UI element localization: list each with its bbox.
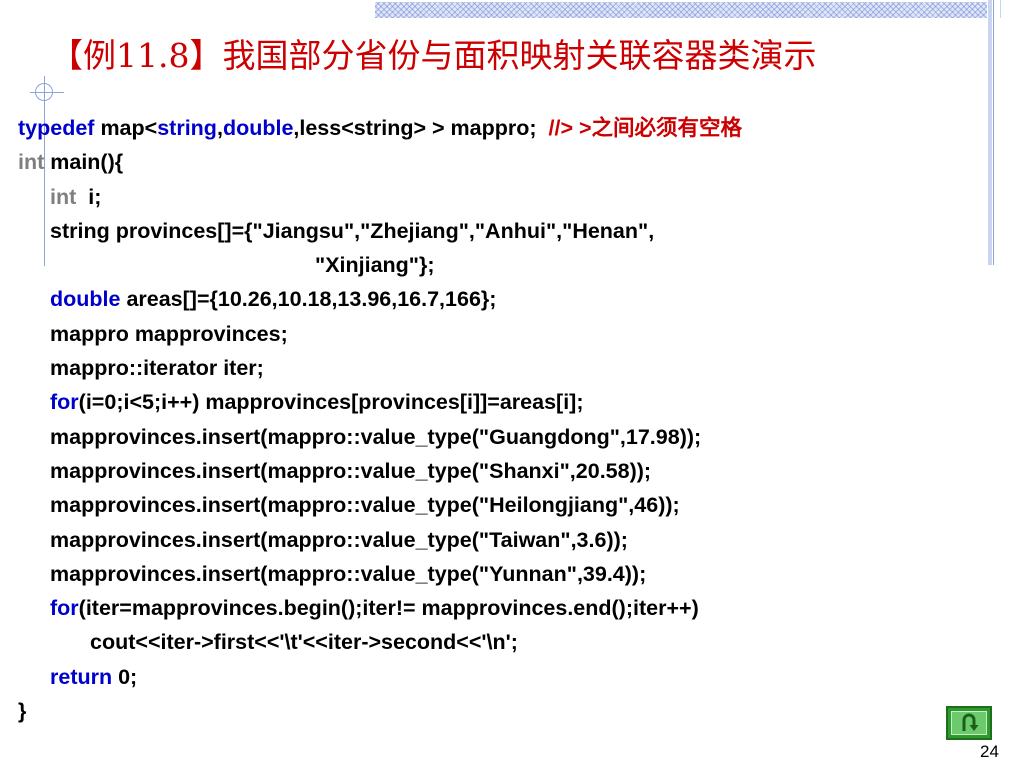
decorative-vertical-line: [993, 0, 994, 265]
code-text: ,: [216, 116, 223, 140]
decorative-vertical-bar: [988, 0, 992, 265]
code-comment: //> >之间必须有空格: [548, 116, 743, 140]
decorative-pattern-strip: [375, 2, 987, 18]
code-line-1: typedef map<string,double,less<string> >…: [18, 111, 742, 145]
code-text: areas[]={10.26,10.18,13.96,16.7,166};: [120, 287, 497, 312]
decorative-left-rule: [44, 76, 45, 266]
code-line-11: mapprovinces.insert(mappro::value_type("…: [50, 458, 652, 483]
code-line-14: mapprovinces.insert(mappro::value_type("…: [50, 561, 647, 586]
decorative-vertical-line: [1000, 0, 1001, 18]
code-text: (i=0;i<5;i++) mapprovinces[provinces[i]]…: [78, 390, 584, 415]
code-text: main(){: [44, 150, 124, 175]
code-keyword: int: [50, 184, 77, 209]
return-button-face[interactable]: [951, 711, 987, 735]
code-line-13: mapprovinces.insert(mappro::value_type("…: [50, 527, 628, 552]
code-line-10: mapprovinces.insert(mappro::value_type("…: [50, 424, 702, 449]
code-line-9: for(i=0;i<5;i++) mapprovinces[provinces[…: [18, 385, 742, 419]
return-button[interactable]: [946, 706, 992, 740]
code-line-17: return 0;: [18, 660, 742, 694]
code-line-18: }: [18, 699, 27, 724]
code-keyword: string: [157, 116, 217, 140]
code-line-15: for(iter=mapprovinces.begin();iter!= map…: [18, 591, 742, 625]
code-text: 0;: [112, 664, 138, 689]
code-text: ,less<string> > mappro;: [293, 116, 549, 140]
code-line-6: double areas[]={10.26,10.18,13.96,16.7,1…: [18, 282, 742, 316]
u-turn-back-arrow-icon: [962, 713, 979, 731]
code-text: map<: [94, 116, 158, 140]
code-line-3: int i;: [18, 180, 742, 214]
code-line-2: int main(){: [18, 145, 742, 179]
code-line-12: mapprovinces.insert(mappro::value_type("…: [50, 493, 680, 518]
code-line-4: string provinces[]={"Jiangsu","Zhejiang"…: [50, 218, 655, 243]
code-line-7: mappro mapprovinces;: [50, 321, 288, 346]
code-block: typedef map<string,double,less<string> >…: [18, 111, 742, 728]
code-keyword: double: [50, 287, 121, 312]
code-keyword: double: [222, 116, 294, 140]
code-line-8: mappro::iterator iter;: [50, 356, 264, 381]
code-line-16: cout<<iter->first<<'\t'<<iter->second<<'…: [90, 630, 518, 655]
code-text: (iter=mapprovinces.begin();iter!= mappro…: [78, 596, 699, 621]
decorative-circle: [35, 83, 53, 101]
slide-title: 【例11.8】我国部分省份与面积映射关联容器类演示: [50, 36, 817, 75]
code-line-5: "Xinjiang"};: [315, 253, 435, 278]
code-keyword: for: [50, 596, 79, 621]
code-text: i;: [76, 184, 102, 209]
code-keyword: int: [18, 150, 45, 175]
code-keyword: for: [50, 390, 79, 415]
page-number: 24: [980, 742, 999, 761]
code-keyword: typedef: [18, 116, 95, 140]
code-keyword: return: [50, 664, 113, 689]
